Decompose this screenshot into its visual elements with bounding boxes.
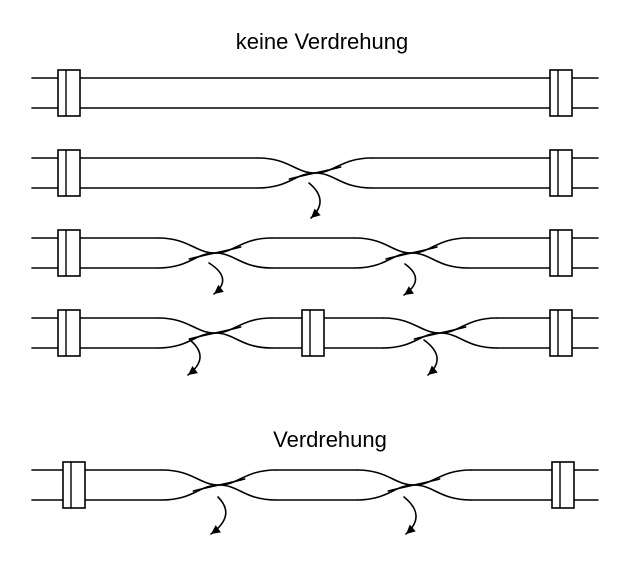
clamp-body [549, 309, 573, 357]
clamp-body [549, 229, 573, 277]
wire-twist-highlight [385, 246, 438, 260]
rotation-arrow-icon [423, 339, 438, 376]
wire-twist-highlight [188, 326, 242, 340]
arrow-head [428, 365, 438, 375]
clamp [301, 309, 325, 357]
clamp-body [57, 149, 81, 197]
cable-row-4 [31, 309, 599, 376]
clamp-body [62, 461, 86, 509]
wire-twist-highlight [387, 478, 441, 492]
clamp [549, 309, 573, 357]
clamp-body [549, 149, 573, 197]
clamp-body [549, 69, 573, 117]
arrow-head [404, 286, 414, 295]
cable-row-5 [31, 461, 599, 535]
cable-row-2 [31, 149, 599, 219]
rotation-arrow-icon [210, 496, 227, 535]
wire-twist-highlight [288, 166, 342, 180]
clamp [57, 309, 81, 357]
rotation-arrow-icon [403, 496, 417, 535]
rotation-arrow-icon [403, 263, 417, 296]
clamp [549, 229, 573, 277]
clamp-body [551, 461, 575, 509]
arrow-head [211, 525, 221, 534]
clamp [57, 229, 81, 277]
arrow-head [311, 208, 321, 218]
clamp [62, 461, 86, 509]
clamp-body [301, 309, 325, 357]
rotation-arrow-icon [308, 182, 321, 219]
wire-twist-highlight [413, 326, 467, 340]
clamp [57, 69, 81, 117]
clamp [549, 69, 573, 117]
cable-row-3 [31, 229, 599, 296]
arrow-head [188, 365, 198, 375]
rotation-arrow-icon [208, 262, 224, 295]
clamp-body [57, 229, 81, 277]
arrow-head [406, 524, 416, 534]
arrow-curve [210, 496, 227, 535]
rotation-arrow-icon [187, 339, 201, 376]
heading-twist: Verdrehung [273, 427, 387, 452]
clamp-body [57, 309, 81, 357]
heading-no-twist: keine Verdrehung [235, 29, 409, 54]
clamp [551, 461, 575, 509]
wire-twist-highlight [192, 478, 246, 492]
wire-twist-highlight [188, 246, 242, 260]
clamp [549, 149, 573, 197]
arrow-head [214, 284, 224, 294]
clamp-body [57, 69, 81, 117]
clamp [57, 149, 81, 197]
cable-row-1 [31, 69, 599, 117]
